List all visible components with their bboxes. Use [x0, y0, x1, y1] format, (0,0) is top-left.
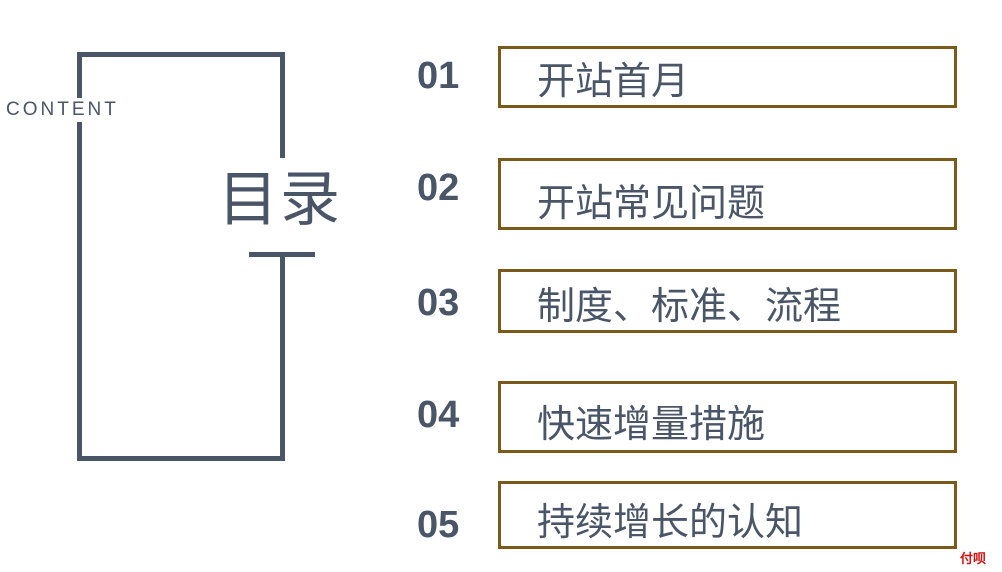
toc-item-01[interactable]: 01 开站首月 [0, 46, 1002, 112]
page-title: 目录 [218, 160, 358, 240]
watermark: 付呗 [960, 552, 987, 567]
toc-label: 开站首月 [537, 59, 690, 103]
bracket-right-upper-line [280, 52, 285, 158]
toc-label: 快速增量措施 [537, 402, 766, 446]
toc-box[interactable]: 开站首月 [498, 46, 957, 108]
toc-box[interactable]: 制度、标准、流程 [498, 269, 957, 333]
toc-label: 持续增长的认知 [537, 500, 804, 544]
toc-box[interactable]: 开站常见问题 [498, 158, 957, 230]
toc-box[interactable]: 持续增长的认知 [498, 481, 957, 549]
toc-item-05[interactable]: 05 持续增长的认知 [0, 481, 1002, 549]
toc-number: 03 [417, 282, 460, 324]
toc-item-03[interactable]: 03 制度、标准、流程 [0, 269, 1002, 335]
toc-label: 制度、标准、流程 [537, 284, 842, 328]
toc-number: 01 [417, 55, 460, 97]
bracket-top-line [77, 52, 285, 57]
toc-box[interactable]: 快速增量措施 [498, 381, 957, 453]
content-label: CONTENT [0, 98, 132, 122]
toc-number: 04 [417, 394, 460, 436]
toc-item-04[interactable]: 04 快速增量措施 [0, 381, 1002, 453]
toc-item-02[interactable]: 02 开站常见问题 [0, 158, 1002, 230]
toc-label: 开站常见问题 [537, 181, 766, 225]
bracket-tick [249, 252, 315, 257]
bracket-right-lower-line [280, 252, 285, 461]
bracket-left-line [77, 52, 82, 461]
toc-number: 05 [417, 504, 460, 546]
toc-number: 02 [417, 167, 460, 209]
bracket-bottom-line [77, 456, 285, 461]
